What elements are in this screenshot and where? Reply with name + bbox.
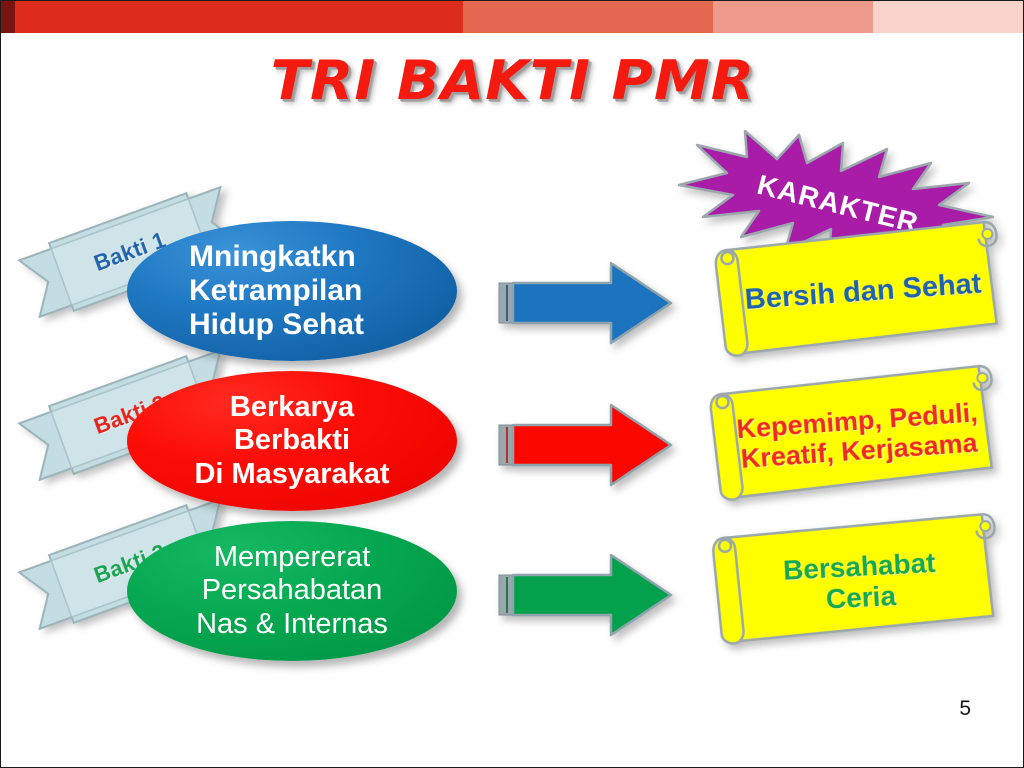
page-number: 5: [959, 697, 971, 720]
ellipse-line: Ketrampilan: [189, 273, 363, 307]
page-title: TRI BAKTI PMR: [270, 49, 756, 112]
scroll-text: Kepemimp, Peduli, Kreatif, Kerjasama: [709, 365, 1007, 507]
ellipse-line: Berkarya: [229, 391, 355, 424]
ellipse-line: Berbakti: [233, 424, 351, 457]
scroll-line: Ceria: [825, 579, 897, 615]
title-container: TRI BAKTI PMR: [1, 49, 1023, 112]
ribbon-bakti-3: Bakti 3: [17, 494, 243, 635]
ellipse-red: Berkarya Berbakti Di Masyarakat: [127, 371, 457, 511]
top-decorative-bar: [1, 1, 1023, 33]
ellipse-line: Persahabatan: [201, 574, 383, 607]
scroll-bersahabat-ceria: Bersahabat Ceria: [708, 511, 1004, 648]
arrow-red: [498, 401, 673, 489]
ellipse-green: Mempererat Persahabatan Nas & Internas: [127, 521, 457, 661]
scroll-kepemimpinan: Kepemimp, Peduli, Kreatif, Kerjasama: [705, 363, 1003, 505]
right-arrow-icon: [498, 261, 673, 345]
ribbon-bakti-1: Bakti 1: [17, 182, 243, 323]
ellipse-line: Mningkatkn: [189, 239, 356, 273]
arrow-blue: [498, 259, 673, 347]
scroll-banner-icon: [712, 512, 996, 645]
ellipse-line: Nas & Internas: [196, 607, 388, 640]
scroll-line: Bersahabat: [782, 546, 937, 586]
scroll-text: Bersih dan Sehat: [714, 221, 1012, 363]
ellipse-line: Di Masyarakat: [194, 457, 390, 490]
arrow-green: [498, 551, 673, 639]
scroll-banner-icon: [709, 364, 994, 501]
ellipse-blue: Mningkatkn Ketrampilan Hidup Sehat: [127, 221, 457, 361]
ellipse-line: Hidup Sehat: [189, 308, 365, 342]
scroll-text: Bersahabat Ceria: [712, 513, 1008, 650]
topbar-segment-2: [463, 1, 713, 33]
topbar-segment-3: [713, 1, 873, 33]
topbar-segment-1: [15, 1, 463, 33]
topbar-segment-4: [873, 1, 1023, 33]
scroll-line: Bersih dan Sehat: [743, 267, 983, 316]
right-arrow-icon: [498, 553, 673, 637]
ellipse-line: Mempererat: [213, 541, 371, 574]
scroll-banner-icon: [714, 220, 999, 357]
topbar-segment-dark: [1, 1, 15, 33]
ribbon-shape-icon: [17, 185, 243, 319]
ribbon-shape-icon: [17, 497, 243, 631]
scroll-bersih-dan-sehat: Bersih dan Sehat: [710, 219, 1008, 361]
right-arrow-icon: [498, 403, 673, 487]
